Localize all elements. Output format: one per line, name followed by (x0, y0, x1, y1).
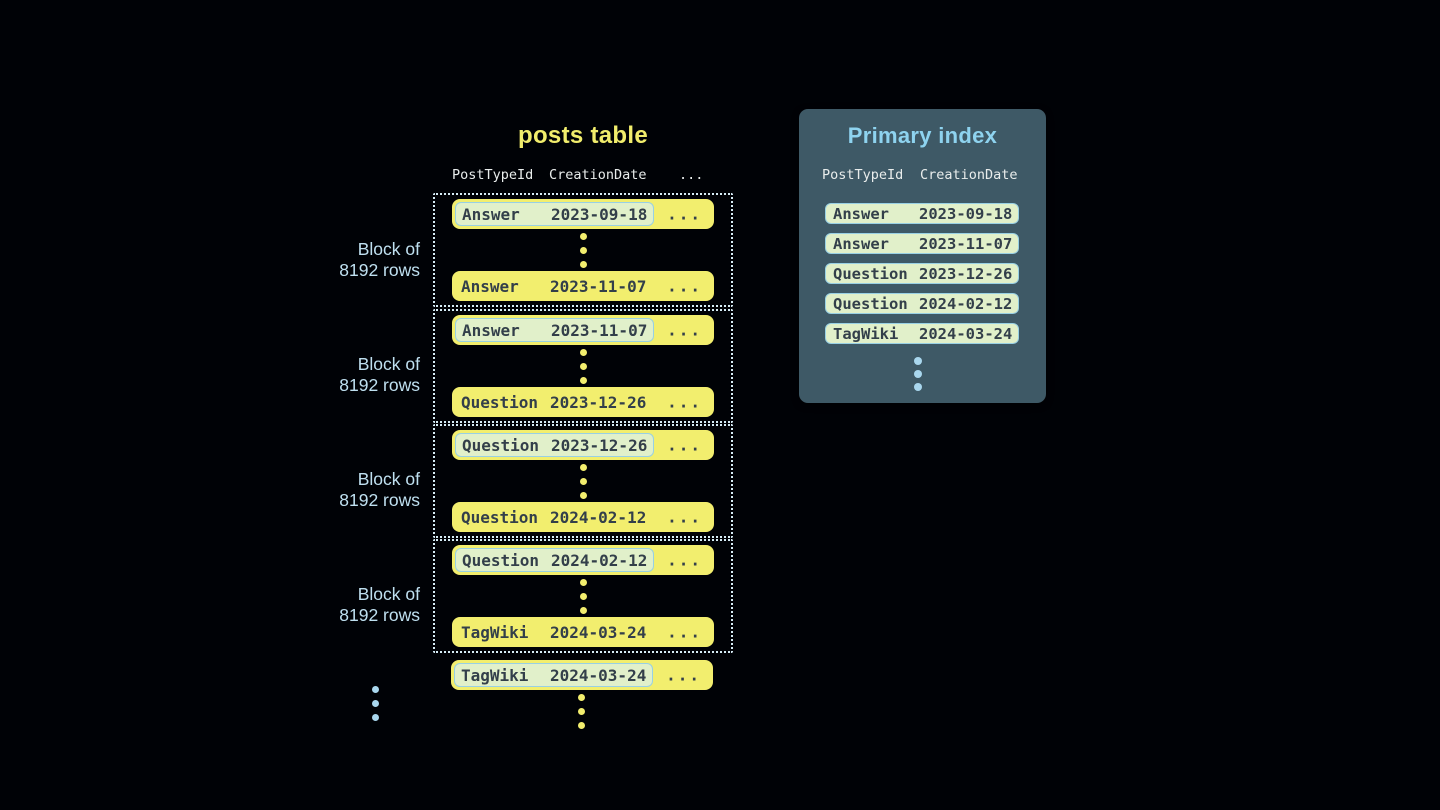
table-row-last: TagWiki 2024-03-24 ... (452, 617, 714, 647)
column-header-posttypeid: PostTypeId (452, 167, 534, 183)
hidden-columns-ellipsis: ... (667, 320, 702, 340)
row-block-4: Question 2024-02-12 ... TagWiki 2024-03-… (433, 539, 733, 653)
index-entry: Question 2024-02-12 (825, 293, 1019, 314)
column-header-posttypeid: PostTypeId (822, 167, 904, 183)
index-entry: TagWiki 2024-03-24 (825, 323, 1019, 344)
column-header-more: ... (679, 167, 704, 183)
table-row-first: Question 2023-12-26 ... (452, 430, 714, 460)
more-rows-dots (578, 694, 585, 729)
posts-table-title: posts table (518, 122, 648, 149)
hidden-columns-ellipsis: ... (667, 435, 702, 455)
table-row-first: Answer 2023-09-18 ... (452, 199, 714, 229)
hidden-columns-ellipsis: ... (667, 204, 702, 224)
ellipsis-dots (579, 463, 587, 499)
posts-table-column-headers: PostTypeId CreationDate ... (433, 167, 733, 185)
index-entry: Question 2023-12-26 (825, 263, 1019, 284)
indexed-columns-highlight: Question 2023-12-26 (455, 433, 654, 457)
ellipsis-dots (579, 348, 587, 384)
row-block-3: Question 2023-12-26 ... Question 2024-02… (433, 424, 733, 538)
more-index-entries-dots (914, 357, 922, 391)
indexed-columns-highlight: Question 2024-02-12 (455, 548, 654, 572)
column-header-creationdate: CreationDate (549, 167, 647, 183)
ellipsis-dots (579, 232, 587, 268)
index-entry: Answer 2023-09-18 (825, 203, 1019, 224)
primary-index-column-headers: PostTypeId CreationDate (799, 167, 1046, 185)
indexed-columns-highlight: TagWiki 2024-03-24 (454, 663, 653, 687)
table-row-first: Question 2024-02-12 ... (452, 545, 714, 575)
row-block-1: Answer 2023-09-18 ... Answer 2023-11-07 … (433, 193, 733, 307)
indexed-columns-highlight: Answer 2023-11-07 (455, 318, 654, 342)
hidden-columns-ellipsis: ... (667, 550, 702, 570)
hidden-columns-ellipsis: ... (667, 622, 702, 642)
hidden-columns-ellipsis: ... (666, 665, 701, 685)
table-row-last: Answer 2023-11-07 ... (452, 271, 714, 301)
hidden-columns-ellipsis: ... (667, 507, 702, 527)
hidden-columns-ellipsis: ... (667, 392, 702, 412)
primary-index-panel: Primary index PostTypeId CreationDate An… (799, 109, 1046, 403)
table-row-first: Answer 2023-11-07 ... (452, 315, 714, 345)
table-row-last: Question 2023-12-26 ... (452, 387, 714, 417)
ellipsis-dots (579, 578, 587, 614)
column-header-creationdate: CreationDate (920, 167, 1018, 183)
more-blocks-dots (372, 686, 379, 721)
index-entry: Answer 2023-11-07 (825, 233, 1019, 254)
table-row-next-block-first: TagWiki 2024-03-24 ... (451, 660, 713, 690)
indexed-columns-highlight: Answer 2023-09-18 (455, 202, 654, 226)
row-block-2: Answer 2023-11-07 ... Question 2023-12-2… (433, 309, 733, 423)
table-row-last: Question 2024-02-12 ... (452, 502, 714, 532)
hidden-columns-ellipsis: ... (667, 276, 702, 296)
primary-index-title: Primary index (847, 123, 998, 148)
